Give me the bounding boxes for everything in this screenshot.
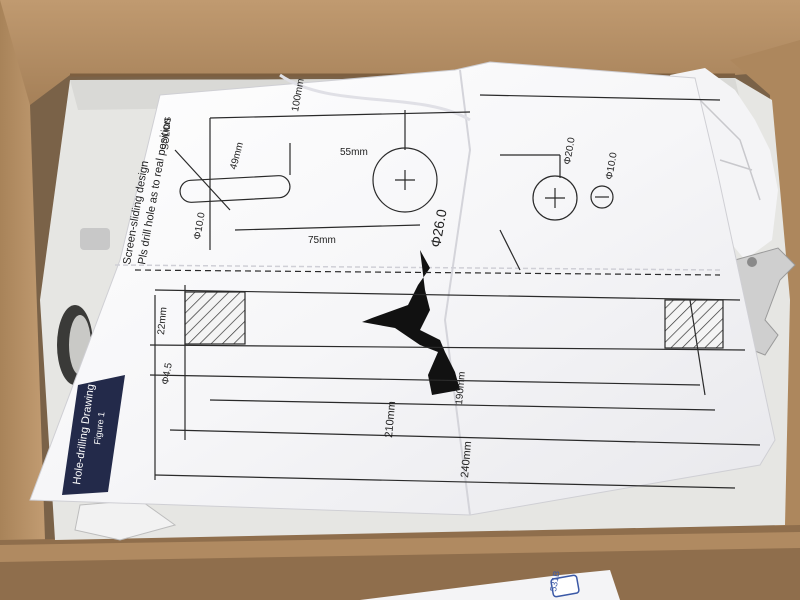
dim-210mm: 210mm	[383, 401, 398, 439]
title-block-figure: Figure 1	[92, 411, 106, 445]
dim-190mm: 190mm	[454, 371, 468, 405]
dia-26: Φ26.0	[427, 208, 449, 249]
envelope-corner: 531B	[360, 570, 620, 600]
dia-20: Φ20.0	[562, 136, 578, 165]
dim-55mm: 55mm	[340, 147, 368, 158]
paper-tear	[362, 250, 460, 395]
side-label: SOLIDS	[160, 116, 173, 150]
dim-240mm: 240mm	[459, 441, 474, 479]
dim-22mm: 22mm	[156, 307, 169, 336]
dia-10-left: Φ10.0	[192, 211, 208, 240]
dia-4.5: Φ4.5	[160, 362, 175, 386]
lower-drawing	[149, 285, 761, 489]
sticker-label: 531B	[548, 570, 562, 592]
dim-75mm: 75mm	[308, 235, 336, 246]
drawing-paper: 100mm 49mm 55mm 75mm 22mm 210mm 240mm 19…	[29, 61, 776, 516]
dia-10-right: Φ10.0	[604, 151, 620, 180]
title-block: Hole-drilling Drawing Figure 1	[62, 375, 125, 495]
upper-drawing	[134, 94, 721, 276]
